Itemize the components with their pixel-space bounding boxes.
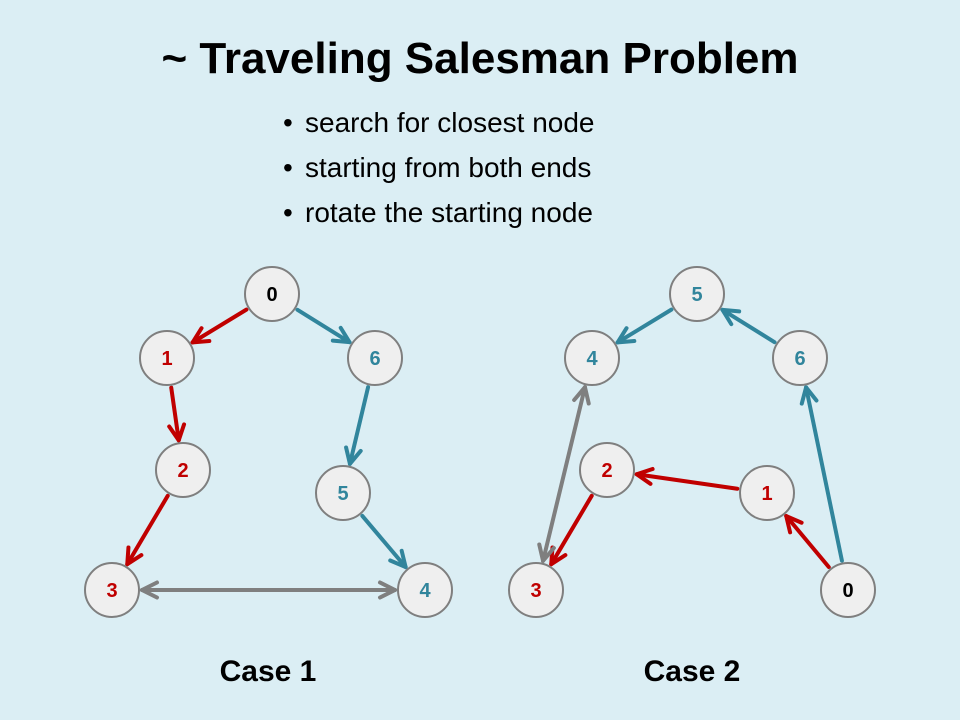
node-4: 4 bbox=[564, 330, 620, 386]
node-circle bbox=[347, 330, 403, 386]
node-layer: 0 1 2 3 4 5 6 bbox=[84, 266, 453, 618]
case-1-label: Case 1 bbox=[220, 655, 317, 688]
edge-layer bbox=[125, 307, 408, 600]
node-3: 3 bbox=[508, 562, 564, 618]
node-label: 1 bbox=[761, 483, 772, 505]
node-3: 3 bbox=[84, 562, 140, 618]
node-circle bbox=[508, 562, 564, 618]
edge-2-to-3-arrow bbox=[125, 493, 170, 567]
edge-0-to-6-arrow bbox=[295, 307, 352, 345]
edge-3-to-4-arrow bbox=[537, 385, 591, 563]
edge-5-to-4-arrow bbox=[360, 513, 408, 570]
edge-layer bbox=[537, 307, 844, 569]
node-layer: 0 1 2 3 4 5 6 bbox=[508, 266, 876, 618]
bullet-text: rotate the starting node bbox=[305, 197, 593, 228]
node-0: 0 bbox=[820, 562, 876, 618]
node-circle bbox=[739, 465, 795, 521]
bullet-item: • starting from both ends bbox=[283, 145, 595, 190]
node-6: 6 bbox=[347, 330, 403, 386]
node-2: 2 bbox=[579, 442, 635, 498]
node-label: 6 bbox=[794, 348, 805, 370]
bullet-icon: • bbox=[283, 107, 293, 138]
edge-1-to-2-arrow bbox=[167, 385, 187, 443]
bullet-text: starting from both ends bbox=[305, 152, 592, 183]
edge-5-to-4-arrow bbox=[615, 307, 674, 345]
bullet-icon: • bbox=[283, 197, 293, 228]
node-circle bbox=[564, 330, 620, 386]
node-label: 5 bbox=[337, 483, 348, 505]
node-label: 3 bbox=[530, 580, 541, 602]
node-label: 4 bbox=[419, 580, 431, 602]
bullet-text: search for closest node bbox=[305, 107, 595, 138]
node-circle bbox=[669, 266, 725, 322]
node-circle bbox=[820, 562, 876, 618]
slide-title: ~ Traveling Salesman Problem bbox=[161, 34, 799, 83]
node-1: 1 bbox=[139, 330, 195, 386]
node-circle bbox=[244, 266, 300, 322]
case-2-label: Case 2 bbox=[644, 655, 741, 688]
bullet-list: • search for closest node • starting from … bbox=[283, 100, 595, 235]
edge-6-to-5-arrow bbox=[720, 307, 777, 345]
node-label: 4 bbox=[586, 348, 598, 370]
edge-6-to-5-arrow bbox=[344, 385, 371, 466]
node-circle bbox=[397, 562, 453, 618]
node-label: 5 bbox=[691, 284, 702, 306]
node-5: 5 bbox=[315, 465, 371, 521]
bullet-item: • search for closest node bbox=[283, 100, 595, 145]
node-circle bbox=[155, 442, 211, 498]
case-2-graph: 0 1 2 3 4 5 6 bbox=[508, 266, 876, 618]
node-label: 6 bbox=[369, 348, 380, 370]
node-0: 0 bbox=[244, 266, 300, 322]
node-circle bbox=[139, 330, 195, 386]
bullet-icon: • bbox=[283, 152, 293, 183]
node-1: 1 bbox=[739, 465, 795, 521]
node-label: 2 bbox=[177, 460, 188, 482]
node-circle bbox=[772, 330, 828, 386]
node-circle bbox=[315, 465, 371, 521]
edge-1-to-2-arrow bbox=[634, 466, 740, 491]
case-1-graph: 0 1 2 3 4 5 6 bbox=[84, 266, 453, 618]
node-label: 1 bbox=[161, 348, 172, 370]
node-circle bbox=[579, 442, 635, 498]
node-label: 3 bbox=[106, 580, 117, 602]
node-5: 5 bbox=[669, 266, 725, 322]
edge-0-to-1-arrow bbox=[190, 307, 249, 345]
node-label: 0 bbox=[842, 580, 853, 602]
node-label: 2 bbox=[601, 460, 612, 482]
bullet-item: • rotate the starting node bbox=[283, 190, 595, 235]
node-label: 0 bbox=[266, 284, 277, 306]
edge-0-to-1-arrow bbox=[784, 514, 831, 569]
node-6: 6 bbox=[772, 330, 828, 386]
node-circle bbox=[84, 562, 140, 618]
edge-0-to-6-arrow bbox=[799, 385, 844, 563]
node-4: 4 bbox=[397, 562, 453, 618]
node-2: 2 bbox=[155, 442, 211, 498]
